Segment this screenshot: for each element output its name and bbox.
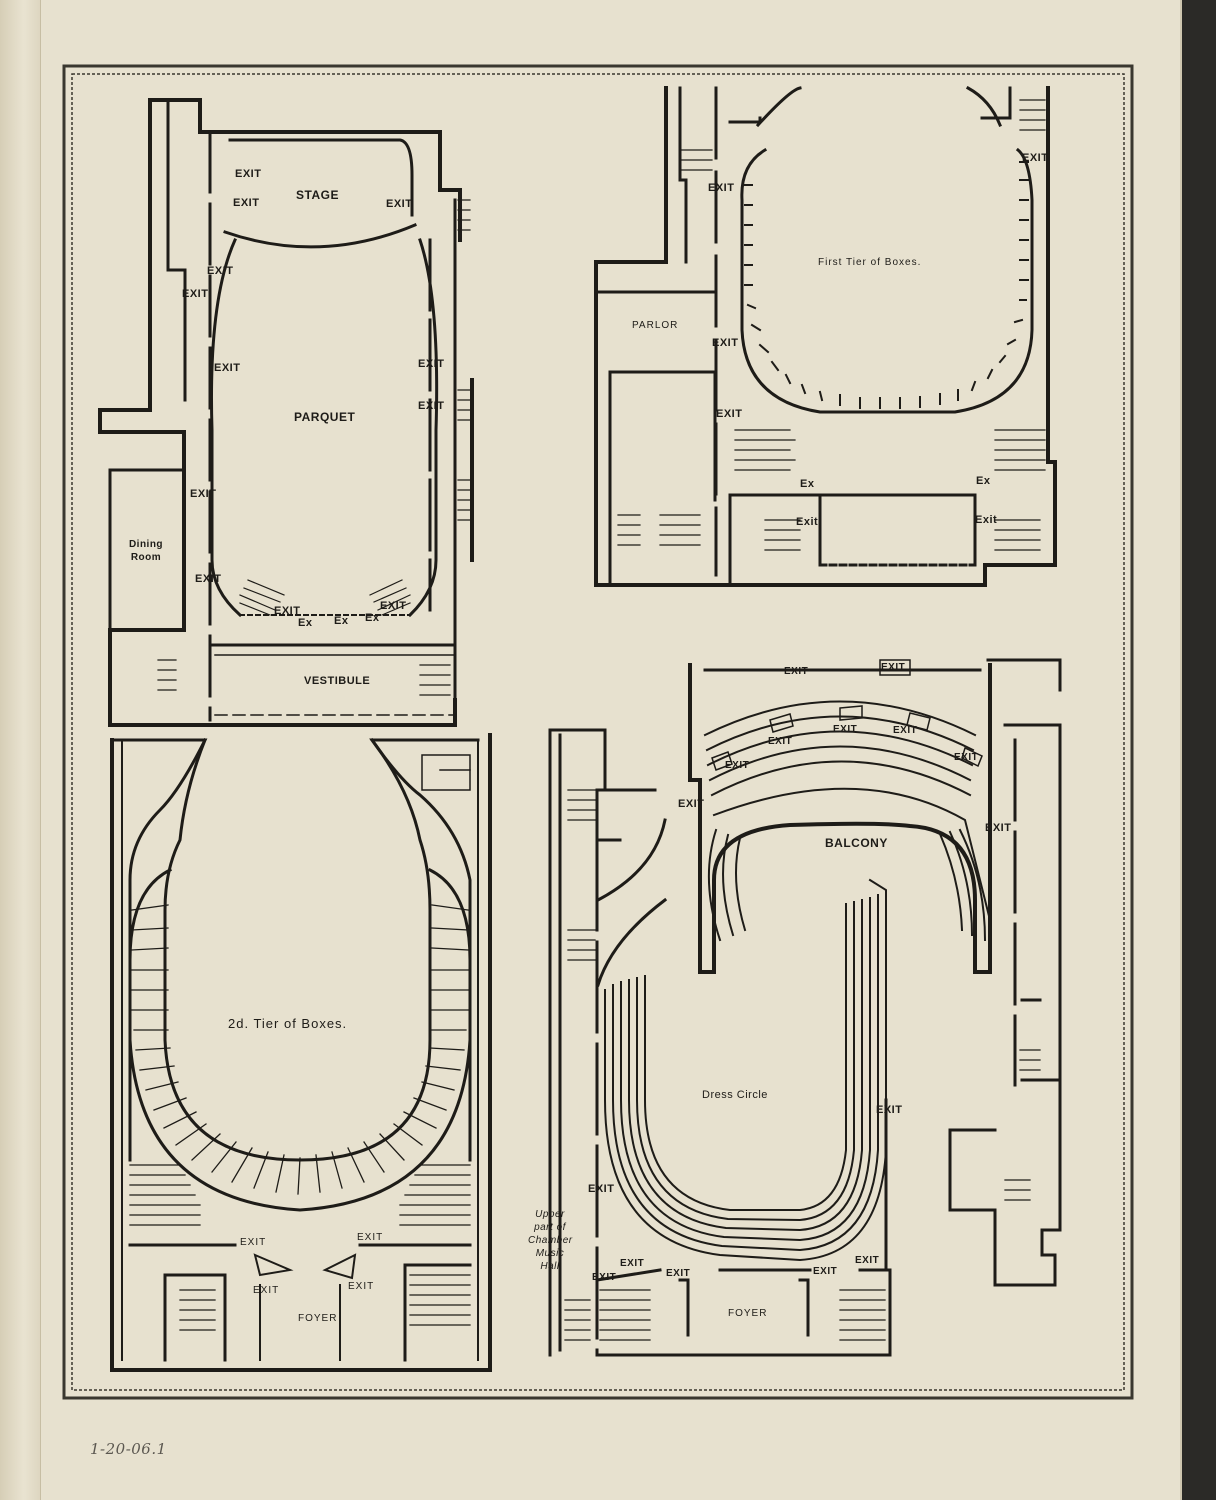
exit-label: EXIT [833,724,858,735]
exit-label: EXIT [1022,152,1049,164]
second-tier-title: 2d. Tier of Boxes. [228,1016,348,1031]
exit-label: Exit [975,514,998,526]
exit-label: EXIT [716,408,743,420]
inner-frame [71,73,1125,1391]
exit-label: EXIT [725,760,750,771]
page-binding-edge [0,0,41,1500]
exit-label: EXIT [386,198,413,210]
balcony-plan [548,658,1062,1357]
exit-label: EXIT [233,197,260,209]
exit-label: EXIT [813,1266,838,1277]
exit-label: EXIT [235,168,262,180]
exit-label: EXIT [592,1272,617,1283]
exit-label: EXIT [784,666,809,677]
exit-label: EXIT [881,662,906,673]
exit-label: EXIT [893,725,918,736]
vestibule-label: VESTIBULE [304,675,371,687]
foyer-label: FOYER [728,1308,768,1319]
exit-label: EXIT [666,1268,691,1279]
exit-label: EXIT [876,1104,903,1116]
exit-label: EXIT [418,358,445,370]
handwritten-note: 1-20-06.1 [90,1440,167,1458]
exit-label: EXIT [274,605,301,617]
exit-label: EXIT [348,1281,375,1292]
exit-label: EXIT [195,573,222,585]
floor-plans-drawing [62,64,1134,1400]
exit-label: EXIT [708,182,735,194]
exit-label: EXIT [190,488,217,500]
parquet-plan [98,98,474,727]
ex-label: Ex [365,612,380,624]
exit-label: EXIT [380,600,407,612]
stage-label: STAGE [296,188,339,202]
parlor-label: PARLOR [632,320,679,331]
ex-label: Ex [298,617,313,629]
ex-label: Ex [800,478,815,490]
exit-label: EXIT [240,1237,267,1248]
exit-label: EXIT [588,1183,615,1195]
outer-frame [62,64,1134,1400]
ex-label: Ex [334,615,349,627]
exit-label: EXIT [207,265,234,277]
ex-label: Ex [976,475,991,487]
dress-circle-label: Dress Circle [702,1089,768,1101]
exit-label: EXIT [712,337,739,349]
second-tier-plan [110,733,492,1372]
first-tier-title: First Tier of Boxes. [818,257,922,268]
exit-label: EXIT [954,752,979,763]
exit-label: EXIT [357,1232,384,1243]
exit-label: EXIT [182,288,209,300]
exit-label: EXIT [214,362,241,374]
exit-label: EXIT [985,822,1012,834]
exit-label: EXIT [855,1255,880,1266]
exit-label: EXIT [678,798,705,810]
chamber-music-hall-label: Upper part of Chamber Music Hall [528,1209,573,1272]
foyer-label: FOYER [298,1313,338,1324]
balcony-label: BALCONY [825,836,888,850]
first-tier-plan [594,85,1057,587]
exit-label: EXIT [620,1258,645,1269]
exit-label: EXIT [768,736,793,747]
exit-label: EXIT [418,400,445,412]
exit-label: Exit [796,516,819,528]
dining-room-label: Dining Room [128,539,164,563]
exit-label: EXIT [253,1285,280,1296]
program-page: STAGE PARQUET Dining Room VESTIBULE EXIT… [0,0,1182,1500]
parquet-label: PARQUET [294,410,356,424]
